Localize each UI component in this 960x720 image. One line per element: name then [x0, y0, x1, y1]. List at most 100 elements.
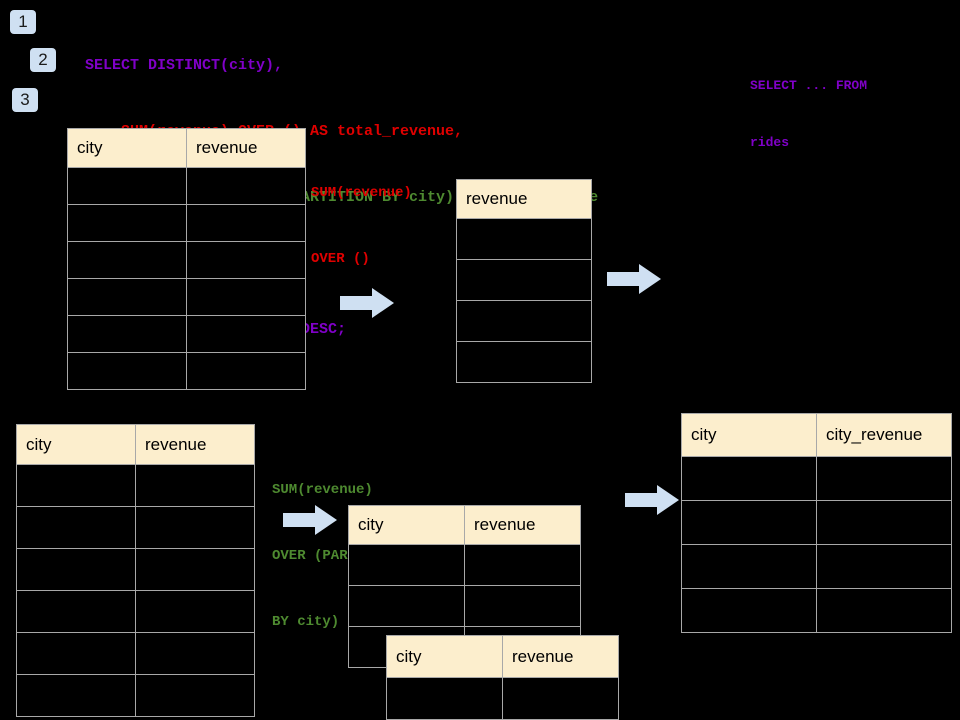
table-row — [456, 300, 592, 342]
table-row — [16, 506, 255, 549]
cell-revenue — [186, 315, 306, 353]
cell-city-revenue — [816, 588, 952, 633]
arrow-shaft — [283, 513, 317, 527]
column-header-city: city — [681, 413, 817, 457]
annotation-over-partition-line-3: BY city) — [272, 614, 340, 630]
sql-side-line-1: SELECT ... FROM — [750, 78, 868, 93]
cell-city — [681, 500, 817, 545]
column-header-city: city — [16, 424, 136, 465]
cell-city — [16, 632, 136, 675]
cell-revenue — [186, 241, 306, 279]
arrow-shaft — [625, 493, 659, 507]
cell-city — [348, 585, 465, 627]
arrow-shaft — [607, 272, 641, 286]
cell-revenue — [186, 278, 306, 316]
arrow-top-1 — [340, 288, 396, 318]
annotation-over-empty-line-2: OVER () — [311, 251, 370, 267]
arrow-head — [639, 264, 661, 294]
cell-city — [386, 677, 503, 720]
arrow-top-2 — [607, 264, 663, 294]
sql-line-1: SELECT DISTINCT(city), — [85, 57, 284, 74]
table-total-revenue: revenue — [456, 179, 592, 383]
cell-revenue — [135, 674, 255, 717]
table-row — [67, 204, 306, 242]
table-row — [67, 167, 306, 205]
table-row — [681, 588, 952, 633]
cell-revenue — [464, 544, 581, 586]
arrow-head — [372, 288, 394, 318]
arrow-head — [315, 505, 337, 535]
cell-city-revenue — [816, 500, 952, 545]
column-header-city: city — [67, 128, 187, 168]
cell-revenue — [135, 632, 255, 675]
cell-city — [67, 315, 187, 353]
table-row — [386, 677, 619, 720]
cell-city — [681, 588, 817, 633]
column-header-revenue: revenue — [135, 424, 255, 465]
step-badge-3: 3 — [12, 88, 38, 112]
cell-city — [67, 241, 187, 279]
table-row — [681, 456, 952, 501]
annotation-over-partition: SUM(revenue) OVER (PARTITION BY city) — [272, 435, 398, 677]
table-row — [348, 585, 581, 627]
table-partition-front: city revenue — [386, 635, 619, 720]
column-header-city: city — [348, 505, 465, 545]
table-row — [16, 632, 255, 675]
cell-revenue — [135, 464, 255, 507]
cell-city — [16, 548, 136, 591]
step-badge-1: 1 — [10, 10, 36, 34]
cell-city — [16, 674, 136, 717]
cell-city — [67, 204, 187, 242]
cell-revenue — [186, 352, 306, 390]
table-header-row: city city_revenue — [681, 413, 952, 457]
table-city-revenue-result: city city_revenue — [681, 413, 952, 633]
table-row — [16, 674, 255, 717]
cell-city — [681, 456, 817, 501]
cell-city — [16, 590, 136, 633]
cell-city — [67, 278, 187, 316]
table-row — [67, 315, 306, 353]
sql-side-snippet: SELECT ... FROM rides — [750, 38, 867, 190]
cell-city — [16, 506, 136, 549]
annotation-over-empty: SUM(revenue) OVER () — [311, 138, 412, 314]
table-header-row: city revenue — [16, 424, 255, 465]
table-row — [456, 218, 592, 260]
cell-revenue — [135, 506, 255, 549]
table-row — [16, 548, 255, 591]
cell-revenue — [502, 677, 619, 720]
cell-city — [67, 352, 187, 390]
cell-revenue — [135, 548, 255, 591]
table-row — [67, 241, 306, 279]
table-rides-bottom: city revenue — [16, 424, 255, 717]
column-header-revenue: revenue — [186, 128, 306, 168]
cell-revenue — [456, 341, 592, 383]
annotation-over-empty-line-1: SUM(revenue) — [311, 185, 412, 201]
table-row — [67, 352, 306, 390]
table-header-row: city revenue — [386, 635, 619, 678]
cell-revenue — [464, 585, 581, 627]
cell-city — [16, 464, 136, 507]
cell-city — [681, 544, 817, 589]
cell-city — [348, 544, 465, 586]
column-header-revenue: revenue — [464, 505, 581, 545]
cell-revenue — [456, 259, 592, 301]
table-rides-top: city revenue — [67, 128, 306, 390]
column-header-city: city — [386, 635, 503, 678]
table-row — [16, 590, 255, 633]
table-header-row: revenue — [456, 179, 592, 219]
annotation-over-partition-line-1: SUM(revenue) — [272, 482, 373, 498]
table-header-row: city revenue — [348, 505, 581, 545]
table-row — [348, 544, 581, 586]
cell-city-revenue — [816, 544, 952, 589]
cell-revenue — [456, 218, 592, 260]
step-badge-2: 2 — [30, 48, 56, 72]
cell-revenue — [186, 204, 306, 242]
arrow-bottom-2 — [625, 485, 681, 515]
arrow-bottom-1 — [283, 505, 339, 535]
column-header-city-revenue: city_revenue — [816, 413, 952, 457]
arrow-shaft — [340, 296, 374, 310]
arrow-head — [657, 485, 679, 515]
table-row — [456, 259, 592, 301]
table-row — [67, 278, 306, 316]
